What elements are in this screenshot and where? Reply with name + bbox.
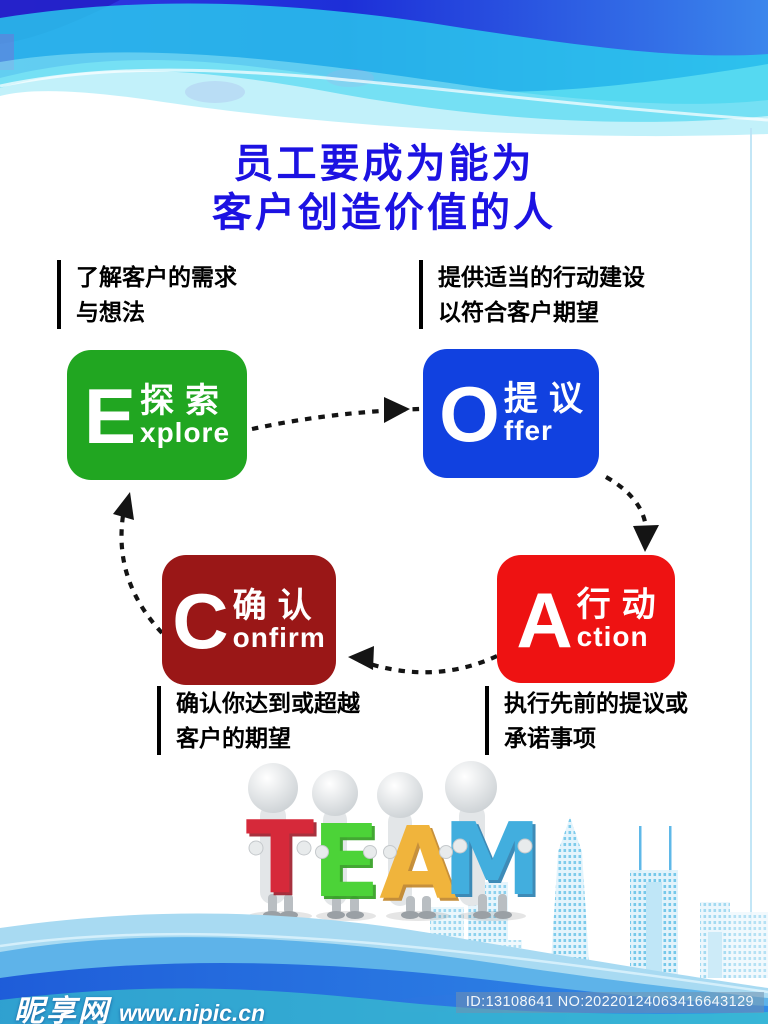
site-url: www.nipic.cn — [119, 1000, 266, 1024]
node-action-letter: A — [516, 575, 573, 664]
svg-text:A: A — [382, 808, 459, 924]
node-offer-label-cn: 提议 — [503, 380, 594, 419]
note-action-line2: 承诺事项 — [504, 724, 596, 751]
svg-text:T: T — [249, 802, 317, 919]
node-confirm-letter: C — [172, 576, 229, 665]
team-letter-a: A — [379, 805, 456, 922]
site-watermark: 昵享网 www.nipic.cn — [14, 986, 265, 1024]
node-offer-letter: O — [439, 370, 500, 459]
node-action-label-en: ction — [576, 620, 649, 652]
node-offer: O 提议 ffer — [423, 349, 599, 478]
arrow-offer-to-action — [604, 475, 649, 541]
team-figures-illustration: T E A M T E A M — [246, 761, 545, 924]
image-id-badge: ID:13108641 NO:20220124063416643129 — [455, 992, 764, 1013]
svg-text:E: E — [315, 806, 383, 923]
note-action-line1: 执行先前的提议或 — [504, 690, 688, 716]
node-offer-label-en: ffer — [503, 415, 553, 447]
figure-legs — [268, 894, 507, 914]
note-confirm: 确认你达到或超越 客户的期望 — [157, 686, 360, 755]
team-letter-e: E — [312, 803, 380, 920]
note-confirm-line2: 客户的期望 — [176, 724, 291, 751]
arrow-action-to-confirm — [354, 654, 498, 675]
node-explore-letter: E — [83, 371, 136, 460]
svg-text:M: M — [445, 804, 545, 921]
node-confirm-label-cn: 确认 — [232, 586, 323, 625]
note-bar — [157, 686, 161, 755]
note-explore: 了解客户的需求 与想法 — [57, 260, 237, 329]
note-action: 执行先前的提议或 承诺事项 — [485, 686, 688, 755]
arrow-explore-to-offer — [251, 406, 421, 432]
right-edge-line — [750, 128, 752, 946]
note-bar — [419, 260, 423, 329]
arrowhead-to-offer — [384, 397, 410, 423]
title-line-1: 员工要成为能为 — [233, 142, 535, 186]
note-explore-line2: 与想法 — [76, 298, 145, 325]
node-confirm-label-en: onfirm — [232, 621, 326, 653]
arrowhead-to-action — [633, 525, 659, 552]
arrow-confirm-to-explore — [119, 499, 164, 635]
node-explore-label-cn: 探索 — [140, 381, 230, 420]
node-confirm: C 确认 onfirm — [162, 555, 336, 685]
poster-title: 员工要成为能为 客户创造价值的人 — [0, 140, 768, 238]
arrowhead-to-explore — [113, 492, 134, 520]
note-confirm-line1: 确认你达到或超越 — [176, 690, 360, 716]
note-explore-line1: 了解客户的需求 — [76, 264, 237, 290]
note-offer-line1: 提供适当的行动建设 — [438, 264, 645, 290]
note-bar — [57, 260, 61, 329]
note-offer: 提供适当的行动建设 以符合客户期望 — [419, 260, 645, 329]
node-explore-label-en: xplore — [140, 416, 231, 448]
figure-hands — [248, 838, 533, 859]
team-letter-m: M — [442, 801, 542, 918]
note-bar — [485, 686, 489, 755]
team-letter-t: T — [246, 799, 314, 916]
top-wave-decoration — [0, 0, 768, 137]
node-action-label-cn: 行动 — [576, 585, 667, 624]
node-action: A 行动 ction — [497, 555, 675, 683]
site-name: 昵享网 — [14, 995, 110, 1024]
note-offer-line2: 以符合客户期望 — [438, 298, 599, 325]
title-line-2: 客户创造价值的人 — [212, 190, 556, 235]
node-explore: E 探索 xplore — [67, 350, 247, 480]
figure-bodies — [248, 761, 497, 906]
arrowhead-to-confirm — [348, 646, 374, 670]
